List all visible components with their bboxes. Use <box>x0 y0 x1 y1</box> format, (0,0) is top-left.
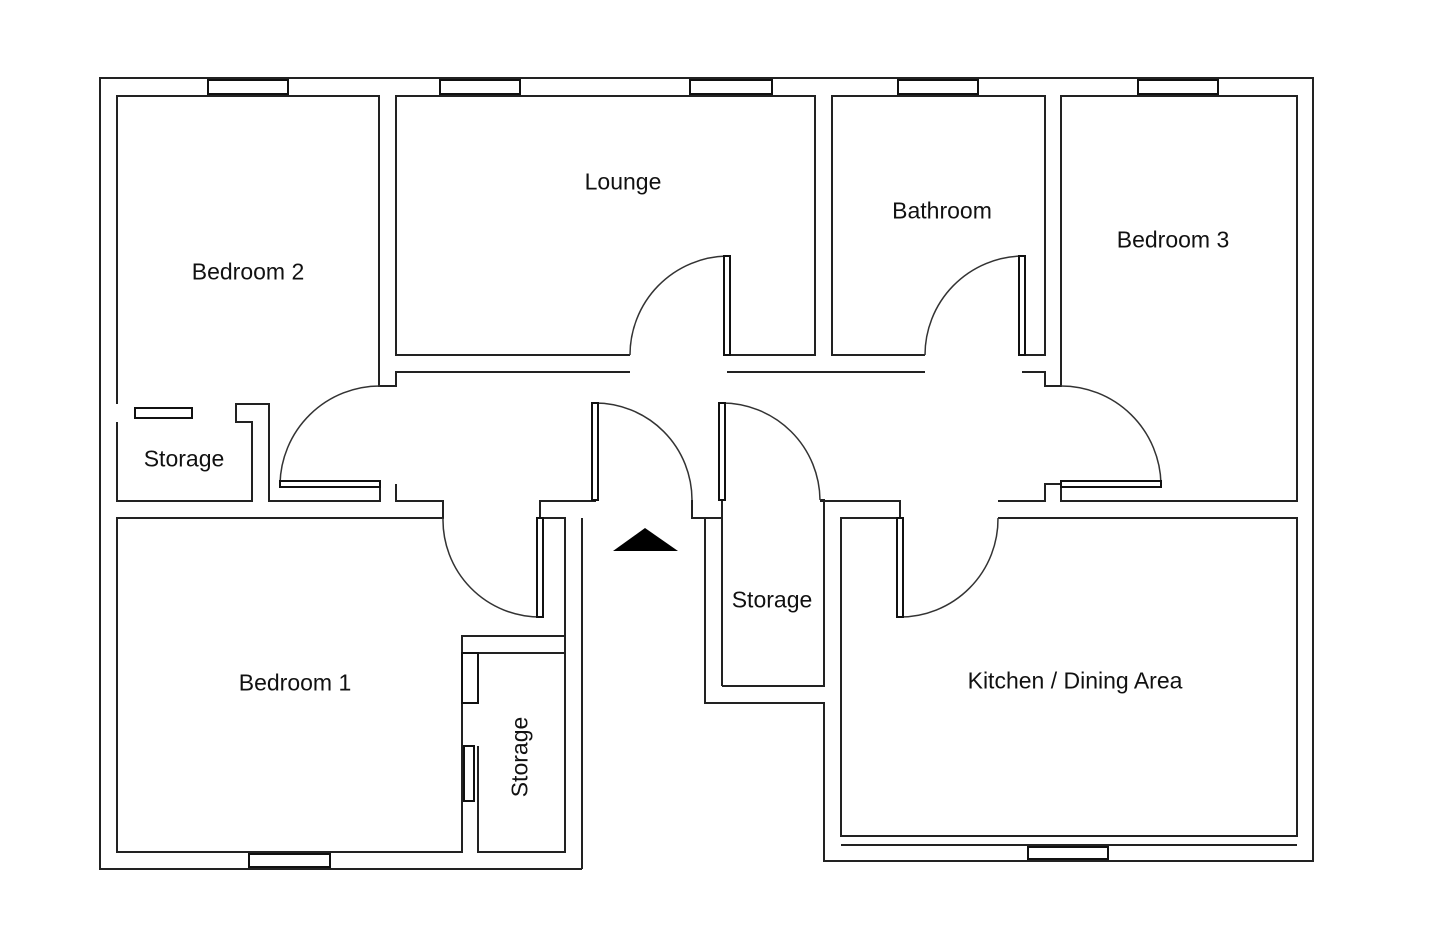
window <box>1027 846 1109 860</box>
bedroom2-door[interactable] <box>279 385 381 488</box>
kitchen-door[interactable] <box>896 517 999 618</box>
storage-left-wall <box>116 403 381 502</box>
hall-wall <box>691 403 723 519</box>
bedroom3-door[interactable] <box>1060 385 1162 488</box>
hall-wall <box>116 484 463 853</box>
kitchen-wall <box>840 517 1298 837</box>
room-label-storage-left: Storage <box>143 445 225 472</box>
room-label-bedroom3: Bedroom 3 <box>1116 226 1230 253</box>
lounge-door[interactable] <box>629 255 731 356</box>
window <box>439 79 521 95</box>
room-label-lounge: Lounge <box>584 168 662 195</box>
storage-left-sliding-door[interactable] <box>134 407 193 419</box>
hall-wall <box>820 500 901 518</box>
window <box>207 79 289 95</box>
window <box>897 79 979 95</box>
bedroom1-wall <box>461 403 596 746</box>
entrance-door[interactable] <box>591 402 693 501</box>
storage-middle-door[interactable] <box>718 402 821 501</box>
storage-bedroom1-door[interactable] <box>461 652 479 802</box>
bathroom-wall <box>831 95 1046 356</box>
window <box>1137 79 1219 95</box>
bedroom1-door[interactable] <box>442 517 544 618</box>
room-label-kitchen: Kitchen / Dining Area <box>967 667 1183 694</box>
room-label-bedroom2: Bedroom 2 <box>191 258 305 285</box>
room-label-storage-middle: Storage <box>731 586 813 613</box>
outer-wall <box>99 77 1314 870</box>
bedroom3-wall <box>998 95 1298 502</box>
bedroom2-wall <box>116 95 630 404</box>
room-label-bedroom1: Bedroom 1 <box>238 669 352 696</box>
room-label-bathroom: Bathroom <box>892 197 992 224</box>
lounge-wall <box>395 95 816 356</box>
window <box>248 853 331 868</box>
entrance-arrow-icon <box>613 528 678 551</box>
room-label-storage-bedroom1: Storage <box>506 716 533 798</box>
window <box>689 79 773 95</box>
bathroom-door[interactable] <box>924 255 1026 356</box>
